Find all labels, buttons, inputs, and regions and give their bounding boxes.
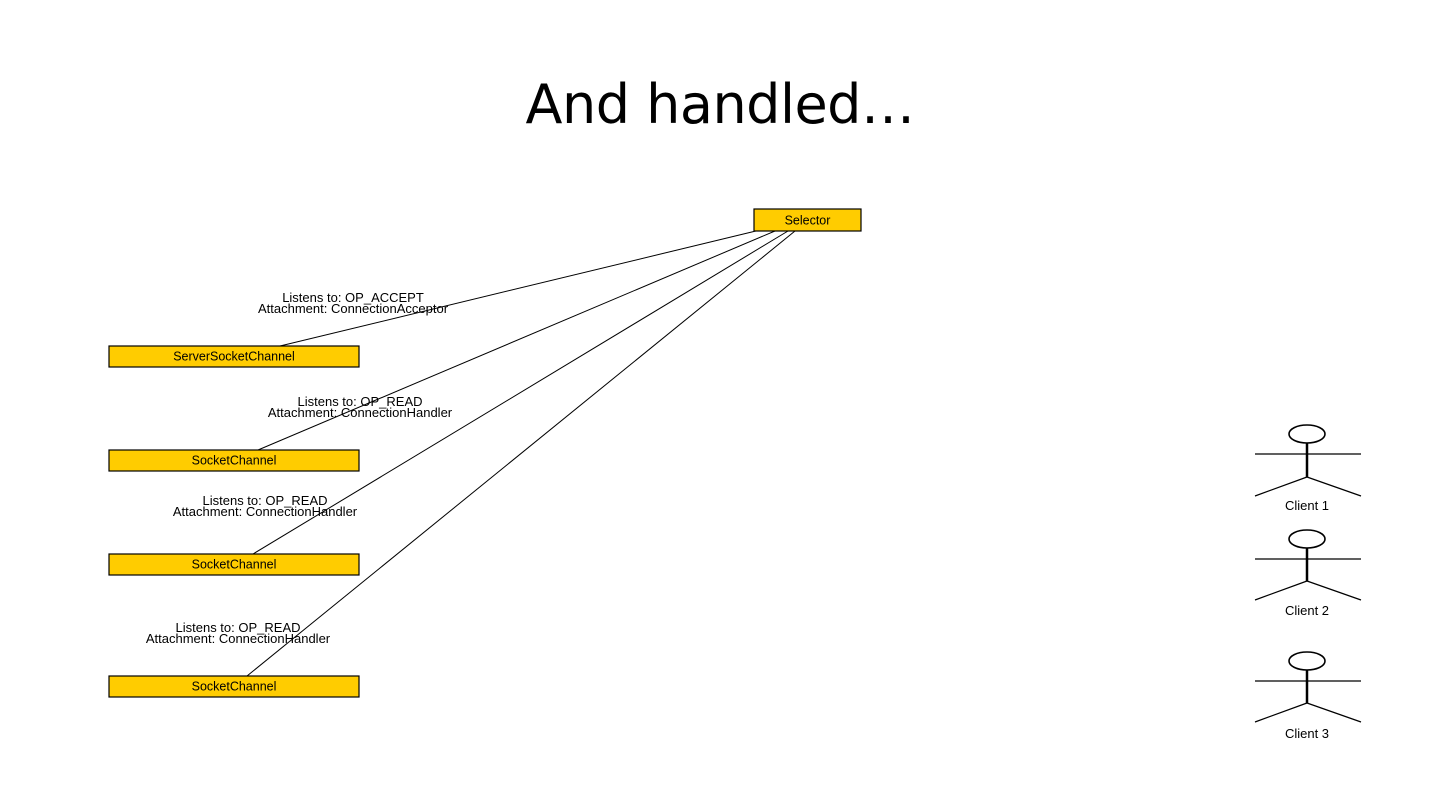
actor-head-icon (1288, 651, 1326, 671)
channel-attachment-label: Attachment: ConnectionAcceptor (258, 301, 449, 316)
channel-name: SocketChannel (192, 558, 277, 572)
channel-name: SocketChannel (192, 454, 277, 468)
client-label: Client 3 (1285, 726, 1329, 741)
client-label: Client 2 (1285, 603, 1329, 618)
connector-line-socket-3 (246, 230, 796, 677)
selector-label: Selector (785, 214, 831, 228)
client-actor-2: Client 2 (1254, 529, 1362, 618)
socket-channel-box-1: SocketChannel (108, 449, 360, 472)
channel-name: SocketChannel (192, 680, 277, 694)
actor-head-icon (1288, 529, 1326, 549)
connector-line-socket-1 (257, 230, 776, 451)
connector-line-socket-2 (252, 230, 789, 555)
socket-channel-box-3: SocketChannel (108, 675, 360, 698)
channel-attachment-label: Attachment: ConnectionHandler (146, 631, 331, 646)
connector-line-server (279, 229, 761, 347)
server-socket-channel-box: ServerSocketChannel (108, 345, 360, 368)
socket-channel-box-2: SocketChannel (108, 553, 360, 576)
channel-attachment-label: Attachment: ConnectionHandler (268, 405, 453, 420)
channel-listens-label: Listens to: OP_READ (298, 394, 423, 409)
selector-box: Selector (753, 208, 862, 232)
client-label: Client 1 (1285, 498, 1329, 513)
actor-head-icon (1288, 424, 1326, 444)
client-actor-1: Client 1 (1254, 424, 1362, 513)
channel-name: ServerSocketChannel (173, 350, 295, 364)
channel-listens-label: Listens to: OP_ACCEPT (282, 290, 424, 305)
channel-listens-label: Listens to: OP_READ (176, 620, 301, 635)
channel-attachment-label: Attachment: ConnectionHandler (173, 504, 358, 519)
channel-listens-label: Listens to: OP_READ (203, 493, 328, 508)
slide-title: And handled… (525, 73, 915, 136)
client-actor-3: Client 3 (1254, 651, 1362, 741)
